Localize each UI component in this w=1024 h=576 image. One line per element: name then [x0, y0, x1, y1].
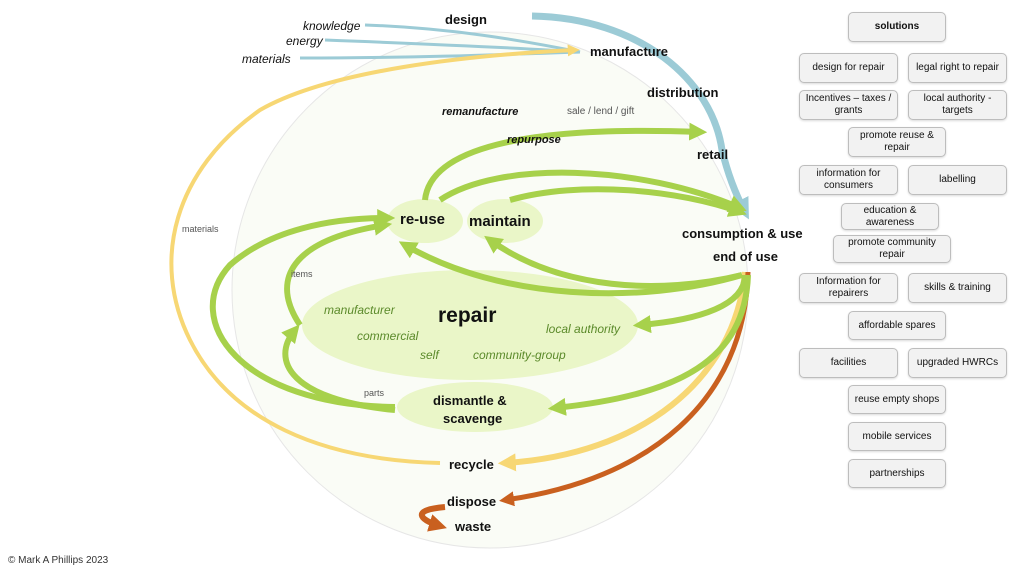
solution-affordable-spares[interactable]: affordable spares [848, 311, 946, 340]
dismantle-in-arrow [547, 274, 751, 416]
repair-label: repair [438, 304, 497, 327]
solution-upgraded-hwrcs[interactable]: upgraded HWRCs [908, 348, 1007, 378]
parts-label: parts [364, 388, 385, 398]
materials-loop-arrow [169, 44, 580, 465]
maintain-out-arrow [509, 186, 747, 217]
solution-reuse-empty-shops[interactable]: reuse empty shops [848, 385, 946, 414]
items-label: items [291, 269, 313, 279]
solutions-title: solutions [848, 12, 946, 42]
distribution-label: distribution [647, 85, 719, 100]
knowledge-line [364, 23, 581, 54]
recycle-label: recycle [449, 457, 494, 472]
retail-label: retail [697, 147, 729, 162]
waste-arrow [418, 504, 447, 532]
materials-input-label: materials [242, 52, 291, 66]
knowledge-label: knowledge [303, 19, 361, 33]
linear-flow-arrow [531, 12, 749, 220]
repurpose-arrow [438, 169, 747, 213]
repair-actor-self: self [420, 348, 439, 362]
remanufacture-arrow [422, 122, 708, 201]
solution-legal-right-to-repair[interactable]: legal right to repair [908, 53, 1007, 83]
dismantle-blob [397, 382, 553, 432]
solution-education-awareness[interactable]: education & awareness [841, 203, 939, 230]
solution-labelling[interactable]: labelling [908, 165, 1007, 195]
solution-local-authority-targets[interactable]: local authority - targets [908, 90, 1007, 120]
repair-actor-local-authority: local authority [546, 322, 621, 336]
repurpose-label: repurpose [507, 134, 561, 146]
solution-promote-community-repair[interactable]: promote community repair [833, 235, 951, 263]
recycle-arrow [497, 271, 748, 472]
solution-partnerships[interactable]: partnerships [848, 459, 946, 488]
materials-loop-label: materials [182, 224, 219, 234]
repair-to-reuse-arrow [284, 217, 393, 327]
dismantle-label-1: dismantle & [433, 393, 507, 408]
remanufacture-label: remanufacture [442, 106, 519, 118]
dispose-arrow [499, 271, 751, 507]
solution-information-for-repairers[interactable]: Information for repairers [799, 273, 898, 303]
solution-promote-reuse-repair[interactable]: promote reuse & repair [848, 127, 946, 157]
reuse-label: re-use [400, 211, 446, 228]
maintain-label: maintain [469, 213, 531, 230]
solution-skills-training[interactable]: skills & training [908, 273, 1007, 303]
dispose-label: dispose [447, 494, 497, 509]
repair-blob [302, 270, 638, 380]
items-loop-arrow [209, 209, 396, 410]
repair-actor-community: community-group [473, 348, 566, 362]
solution-facilities[interactable]: facilities [799, 348, 898, 378]
sale-lend-gift-label: sale / lend / gift [567, 106, 635, 117]
copyright-text: © Mark A Phillips 2023 [8, 555, 109, 566]
maintain-return-arrow [484, 235, 743, 289]
solution-design-for-repair[interactable]: design for repair [799, 53, 898, 83]
dismantle-label-2: scavenge [443, 411, 503, 426]
consumption-label: consumption & use [682, 226, 803, 241]
energy-label: energy [286, 34, 323, 48]
waste-label: waste [455, 519, 492, 534]
repair-actor-commercial: commercial [357, 329, 419, 343]
solution-mobile-services[interactable]: mobile services [848, 422, 946, 451]
maintain-blob [467, 199, 543, 243]
solution-information-for-consumers[interactable]: information for consumers [799, 165, 898, 195]
reuse-blob [387, 199, 463, 243]
repair-actor-manufacturer: manufacturer [324, 303, 395, 317]
parts-loop-arrow [281, 324, 396, 413]
design-label: design [445, 12, 487, 27]
end-of-use-label: end of use [713, 249, 779, 264]
manufacture-label: manufacture [590, 44, 669, 59]
solution-incentives[interactable]: Incentives – taxes / grants [799, 90, 898, 120]
repair-in-arrow [632, 274, 748, 334]
